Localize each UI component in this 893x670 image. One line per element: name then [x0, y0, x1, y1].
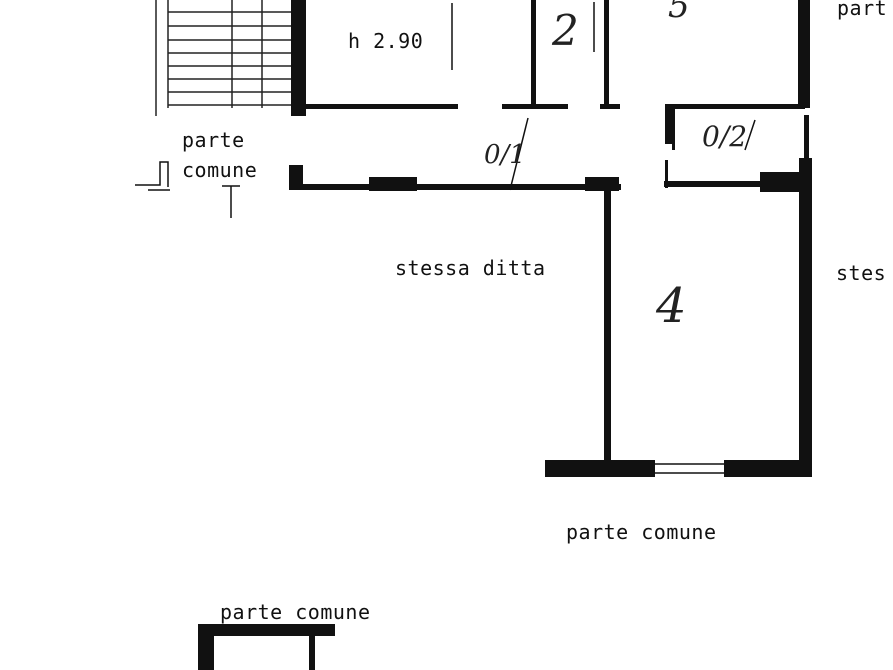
label-comune-left: comune [182, 158, 258, 182]
door-symbol [135, 161, 169, 187]
lower-wall-top [198, 624, 335, 636]
wall-corner-block [760, 172, 800, 192]
wall-top-segment [600, 104, 620, 109]
wall-right-upper [798, 0, 810, 108]
wall-bottom-left [545, 460, 655, 477]
window-and-symbols [135, 2, 724, 474]
staircase [155, 0, 292, 116]
wall-partition-2 [531, 0, 536, 108]
wall-right-long [799, 158, 812, 476]
wall-corridor-left-stub [289, 165, 303, 189]
lower-wall-inner [309, 636, 315, 670]
walls [198, 0, 812, 670]
label-parte-top-right: part [837, 0, 888, 20]
stair-wall [291, 0, 306, 116]
wall-corridor-right [664, 181, 769, 187]
wall-top-segment [306, 104, 458, 109]
sub-number-0-2: 0/2 [702, 120, 748, 153]
handwritten-marks [509, 117, 756, 191]
label-parte-left: parte [182, 128, 245, 152]
sub-number-0-1: 0/1 [484, 140, 526, 170]
label-stessa-ditta: stessa ditta [395, 256, 546, 280]
label-height: h 2.90 [348, 29, 424, 53]
room-number-2: 2 [552, 6, 579, 55]
label-parte-comune-bottom: parte comune [566, 520, 717, 544]
room-number-4: 4 [656, 278, 687, 334]
wall-right-mid [804, 115, 809, 160]
wall-corridor-bottom [289, 184, 621, 190]
label-parte-comune-lower: parte comune [220, 600, 371, 624]
wall-small-tr [672, 110, 675, 150]
wall-right-small [665, 160, 668, 188]
wall-top-segment [665, 104, 805, 109]
wall-bottom-right [724, 460, 812, 477]
room-number-5: 5 [668, 0, 690, 26]
lower-wall-left [198, 624, 214, 670]
wall-corridor-block [369, 177, 417, 191]
wall-room-4-left [604, 184, 611, 462]
wall-partition-5 [604, 0, 609, 108]
wall-stub-0-2 [665, 104, 675, 144]
wall-corridor-block [585, 177, 619, 191]
label-stess-right: stes [836, 261, 887, 285]
door-symbol [222, 185, 240, 218]
